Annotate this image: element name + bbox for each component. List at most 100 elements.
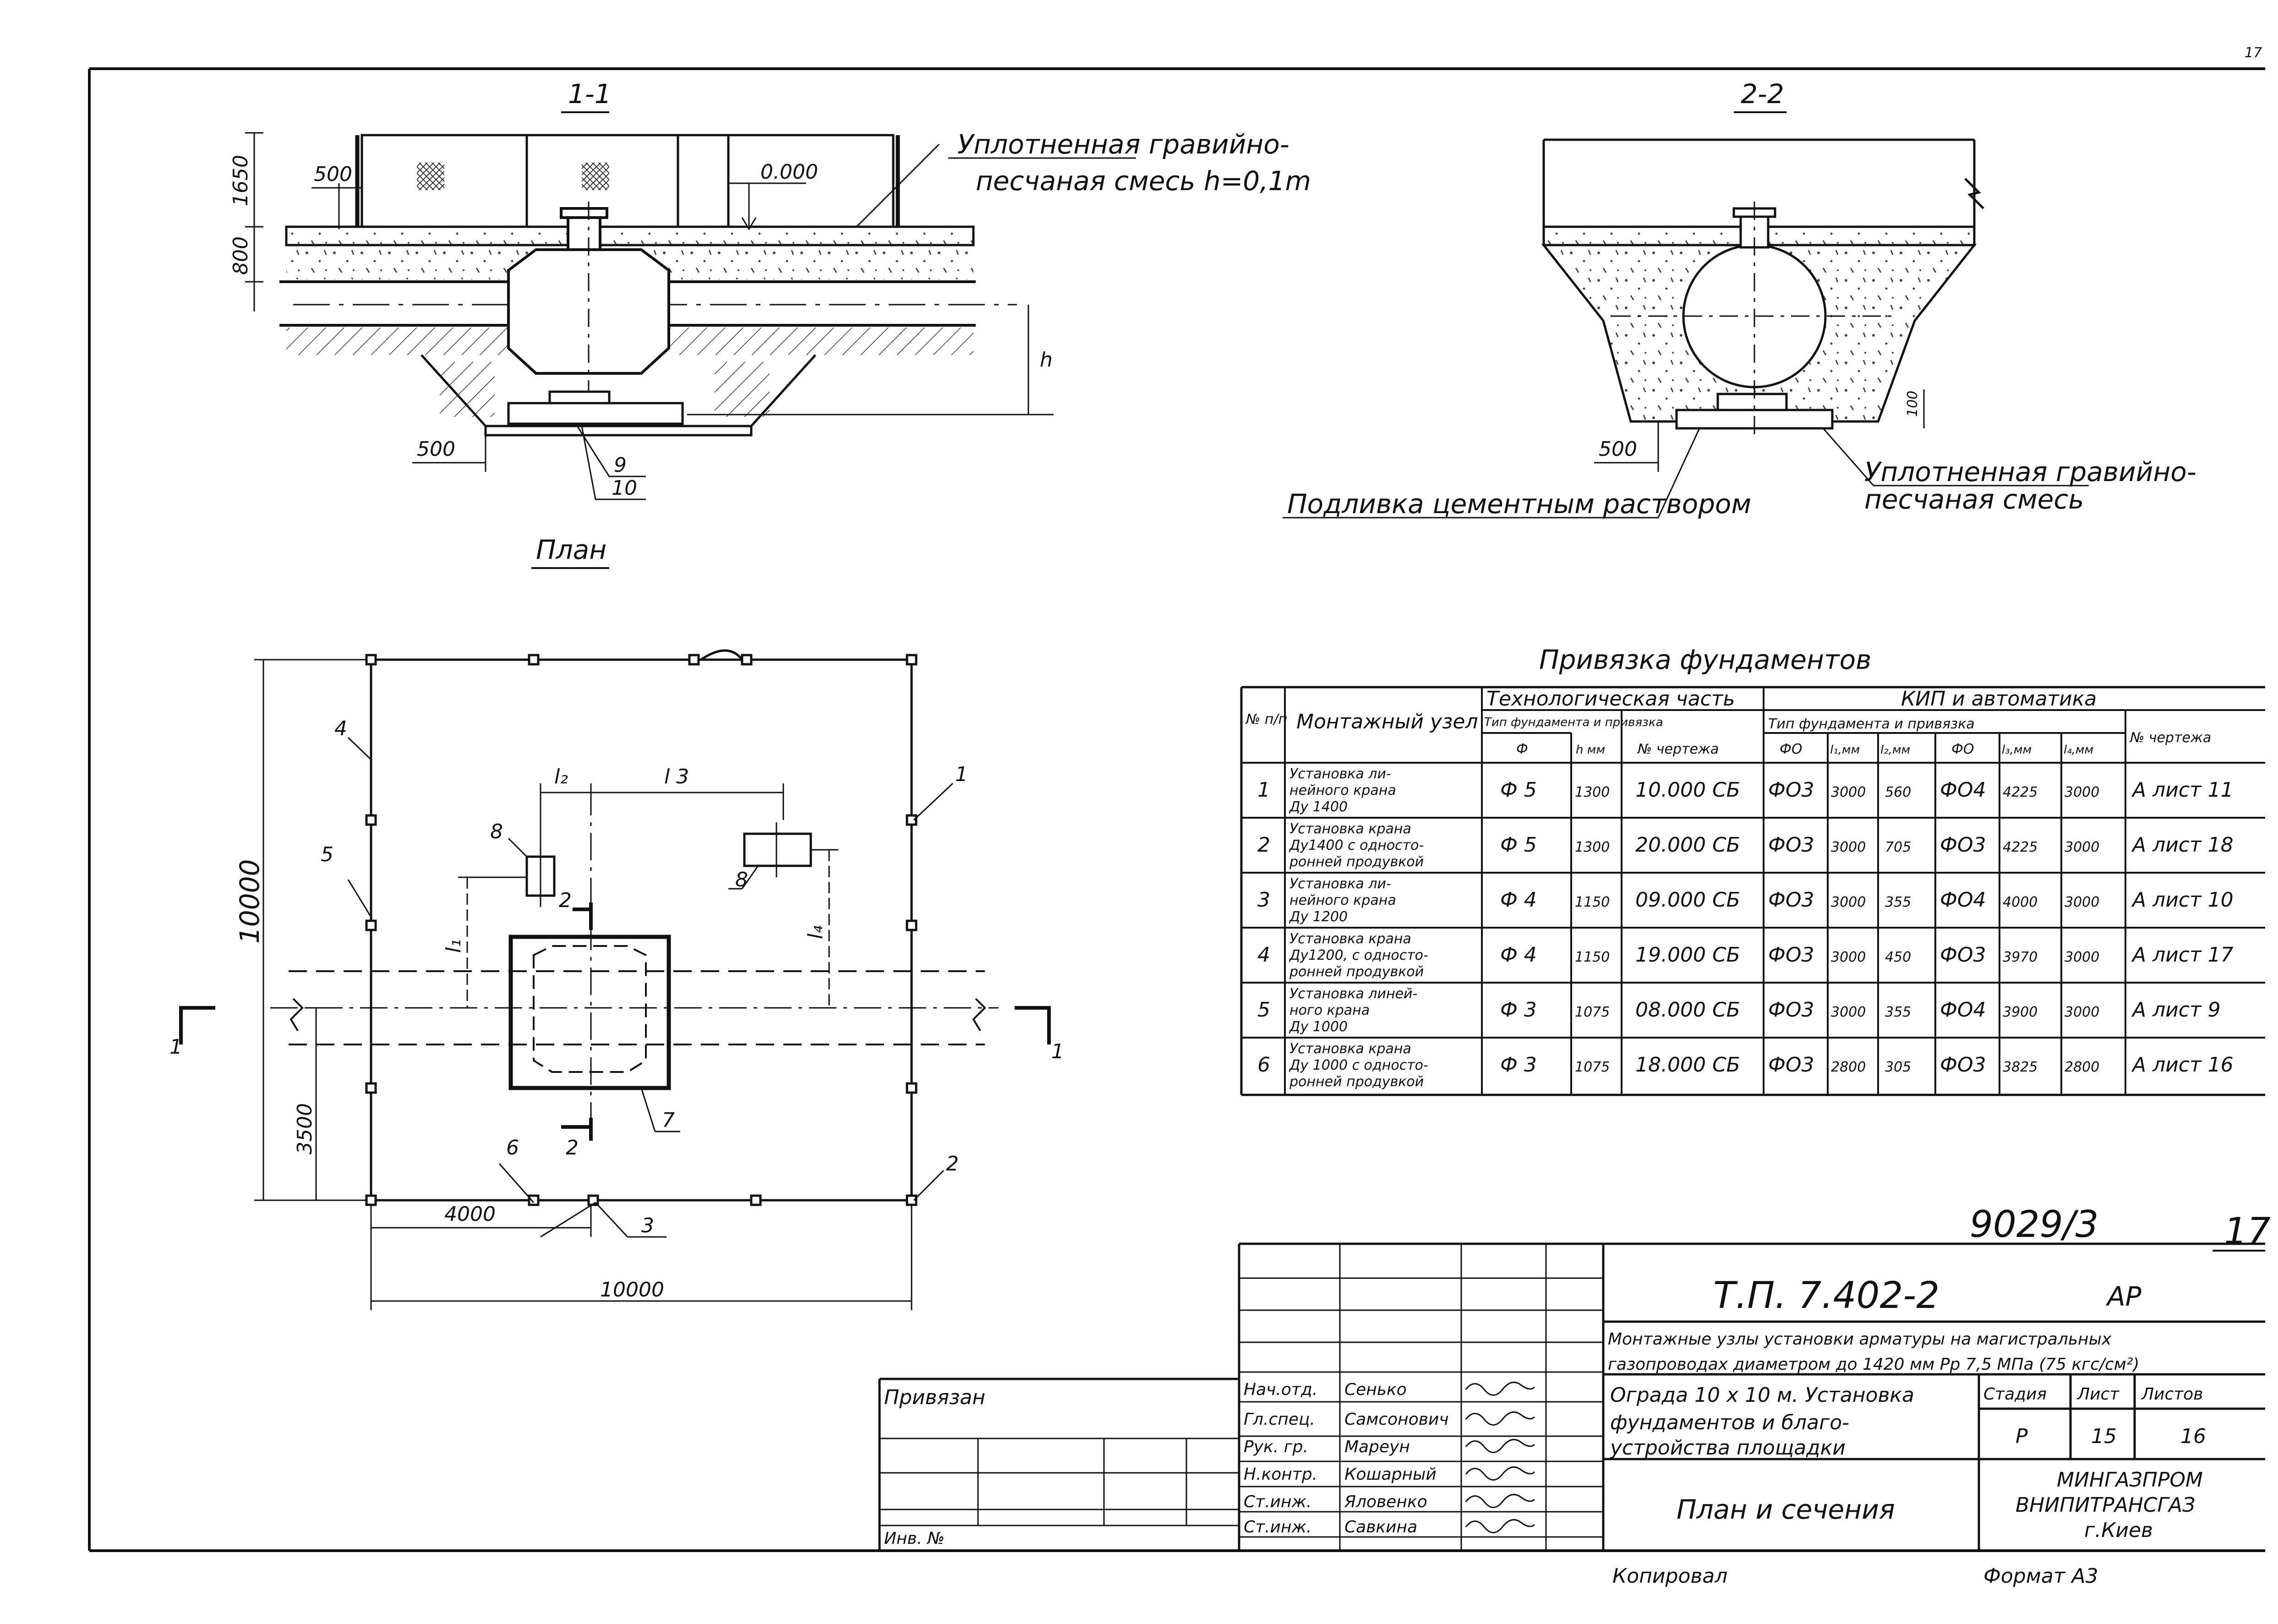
drawing-name: План и сечения bbox=[1677, 1494, 1895, 1525]
callout-7: 7 bbox=[662, 1109, 675, 1132]
cell-tech-h: 1300 bbox=[1575, 839, 1610, 855]
org-line3: г.Киев bbox=[2084, 1519, 2153, 1542]
cell-num: 3 bbox=[1257, 888, 1270, 912]
cell-tech-h: 1300 bbox=[1575, 784, 1610, 800]
section-mark-1-left: 1 bbox=[169, 1035, 182, 1059]
signature-scribble bbox=[1465, 1493, 1535, 1508]
cell-node-line: Ду1200, с односто- bbox=[1289, 947, 1428, 963]
cell-kip-drawing: А лист 11 bbox=[2131, 778, 2234, 802]
cell-kip-f0: ФО3 bbox=[1768, 778, 1814, 802]
signature-scribble bbox=[1465, 1411, 1535, 1426]
dim-500-bottom: 500 bbox=[417, 437, 455, 461]
cell-tech-f: Ф 5 bbox=[1500, 778, 1537, 802]
inv-label: Инв. № bbox=[884, 1529, 945, 1548]
stage-label: Стадия bbox=[1983, 1385, 2047, 1404]
cell-kip-f0: ФО3 bbox=[1768, 833, 1814, 857]
signature-role: Рук. гр. bbox=[1244, 1438, 1308, 1456]
cell-node-line: Установка ли- bbox=[1289, 766, 1391, 782]
cell-num: 6 bbox=[1257, 1053, 1270, 1077]
signature-role: Ст.инж. bbox=[1244, 1493, 1311, 1511]
callout-4: 4 bbox=[334, 717, 347, 740]
cell-kip-l1: 3000 bbox=[1831, 784, 1866, 800]
cell-kip-l2: 705 bbox=[1885, 839, 1911, 855]
cell-kip-l3: 3825 bbox=[2003, 1059, 2038, 1075]
cell-tech-drawing: 08.000 СБ bbox=[1635, 998, 1740, 1022]
fence-2 bbox=[1542, 138, 1984, 227]
cell-kip-l2: 355 bbox=[1885, 1004, 1911, 1020]
dim-500-2: 500 bbox=[1599, 437, 1637, 461]
description-line1: Монтажные узлы установки арматуры на маг… bbox=[1608, 1330, 2112, 1349]
cell-node-line: Ду 1000 bbox=[1289, 1019, 1348, 1035]
format-label: Формат А3 bbox=[1983, 1564, 2098, 1588]
sheet-frame bbox=[88, 67, 2265, 1552]
kip-foundations bbox=[525, 822, 812, 907]
dim-height-1650: 1650 bbox=[229, 155, 252, 206]
cell-kip-f0: ФО3 bbox=[1768, 998, 1814, 1022]
table-title: Привязка фундаментов bbox=[1539, 644, 1871, 675]
cell-num: 5 bbox=[1257, 998, 1270, 1022]
dim-h: h bbox=[1040, 348, 1053, 372]
signature-role: Гл.спец. bbox=[1244, 1410, 1315, 1429]
callout-9: 9 bbox=[614, 454, 627, 477]
plan-view: 10000 3500 4000 10000 l₂ l 3 l₁ l₄ 1 1 2… bbox=[169, 649, 1064, 1310]
cell-kip-l3: 4225 bbox=[2003, 784, 2038, 800]
dim-plan-3500: 3500 bbox=[293, 1103, 317, 1154]
callout-6: 6 bbox=[506, 1136, 519, 1159]
callout-1: 1 bbox=[955, 763, 968, 786]
cell-kip-f0b: ФО3 bbox=[1940, 833, 1986, 857]
th-tech-drawing: № чертежа bbox=[1637, 741, 1719, 757]
plan-dimensions bbox=[179, 659, 1051, 1310]
cell-kip-l3: 4225 bbox=[2003, 839, 2038, 855]
th-tech: Технологическая часть bbox=[1486, 687, 1735, 711]
th-kip-l2: l₂,мм bbox=[1880, 743, 1910, 757]
signature-role: Нач.отд. bbox=[1244, 1380, 1317, 1399]
signature-role: Н.контр. bbox=[1244, 1465, 1317, 1484]
cell-tech-drawing: 10.000 СБ bbox=[1635, 778, 1740, 802]
dim-plan-4000: 4000 bbox=[444, 1203, 496, 1226]
cell-kip-f0b: ФО4 bbox=[1940, 888, 1986, 912]
cell-kip-l2: 560 bbox=[1885, 784, 1911, 800]
album-page: 17 bbox=[2224, 1210, 2271, 1252]
cell-node-line: Ду 1000 с односто- bbox=[1289, 1057, 1428, 1073]
cell-node-line: Установка крана bbox=[1289, 931, 1411, 947]
cell-kip-f0: ФО3 bbox=[1768, 1053, 1814, 1077]
cell-node-line: Установка крана bbox=[1289, 1041, 1411, 1057]
cell-kip-l4: 3000 bbox=[2065, 949, 2099, 965]
pit-2 bbox=[1541, 202, 1977, 435]
callout-2: 2 bbox=[946, 1152, 959, 1176]
section-2-dimensions bbox=[1283, 389, 2089, 519]
cell-num: 1 bbox=[1257, 778, 1270, 802]
foundation-pit bbox=[421, 354, 816, 437]
signature-role: Ст.инж. bbox=[1244, 1518, 1311, 1537]
cell-tech-h: 1075 bbox=[1575, 1059, 1610, 1075]
cell-num: 4 bbox=[1257, 943, 1270, 967]
th-tech-h: h мм bbox=[1576, 743, 1605, 757]
label-l3: l 3 bbox=[664, 765, 689, 788]
foundation-table: Привязка фундаментов bbox=[1240, 644, 2265, 1096]
cell-kip-l3: 3900 bbox=[2003, 1004, 2038, 1020]
callout-8-left: 8 bbox=[490, 820, 503, 843]
cell-tech-f: Ф 5 bbox=[1500, 833, 1537, 857]
callout-10: 10 bbox=[612, 476, 637, 500]
cell-kip-drawing: А лист 18 bbox=[2131, 833, 2234, 857]
th-kip-drawing: № чертежа bbox=[2129, 730, 2211, 746]
dim-100-2: 100 bbox=[1905, 391, 1921, 417]
th-kip-f0: ФО bbox=[1780, 741, 1802, 757]
signature-scribble bbox=[1465, 1466, 1535, 1481]
fence-outline bbox=[370, 649, 913, 1202]
label-gravel-1-line2: песчаная смесь h=0,1m bbox=[976, 165, 1311, 197]
cell-node-line: ронней продувкой bbox=[1289, 854, 1424, 870]
cell-tech-drawing: 18.000 СБ bbox=[1635, 1053, 1740, 1077]
th-kip-l4: l₄,мм bbox=[2064, 743, 2093, 757]
stage-value: Р bbox=[2016, 1425, 2028, 1448]
th-tech-type: Тип фундамента и привязка bbox=[1484, 716, 1663, 729]
cell-kip-l2: 355 bbox=[1885, 894, 1911, 910]
cell-kip-l4: 3000 bbox=[2065, 784, 2099, 800]
sheet-title-line1: Ограда 10 х 10 м. Установка bbox=[1610, 1383, 1914, 1407]
sheet-label: Лист bbox=[2076, 1385, 2120, 1404]
cell-node-line: Установка крана bbox=[1289, 821, 1411, 837]
cell-kip-f0b: ФО4 bbox=[1940, 778, 1986, 802]
cell-tech-f: Ф 3 bbox=[1500, 1053, 1537, 1077]
